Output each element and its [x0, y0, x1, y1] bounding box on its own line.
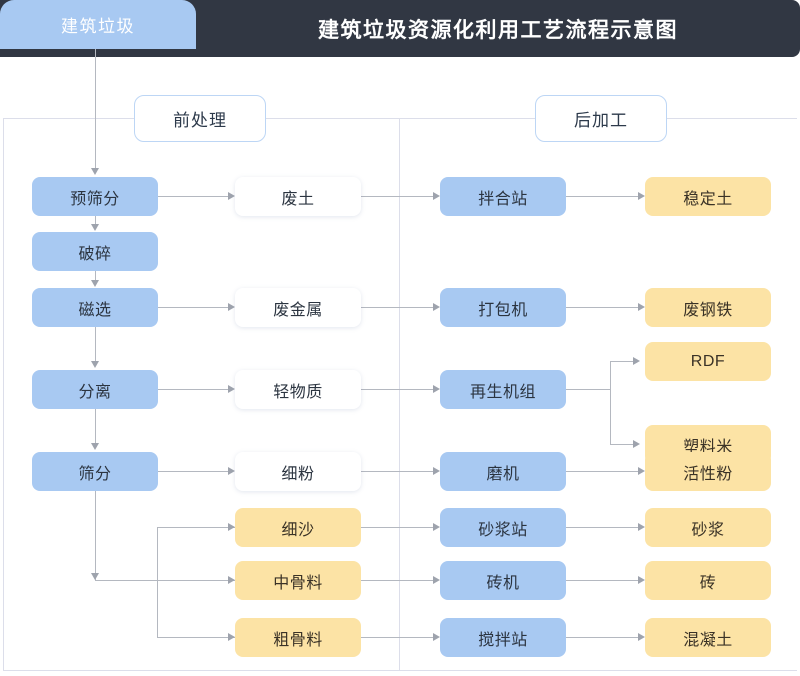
connector-screen-down — [95, 491, 96, 580]
corner-tab-construction-waste: 建筑垃圾 — [0, 0, 196, 49]
arrow-baler-to-scrap-steel — [638, 303, 645, 311]
node-magnetic-separation[interactable]: 磁选 — [32, 288, 158, 327]
connector-fine-powder-to-mill — [361, 471, 433, 472]
arrow-separate-to-light-material — [228, 385, 235, 393]
node-brick-machine[interactable]: 砖机 — [440, 561, 566, 600]
arrow-tab-to-prescreen — [91, 168, 99, 175]
connector-coarse-aggregate-to-concrete-station — [361, 637, 433, 638]
node-baler[interactable]: 打包机 — [440, 288, 566, 327]
node-crush[interactable]: 破碎 — [32, 232, 158, 271]
node-coarse-aggregate[interactable]: 粗骨料 — [235, 618, 361, 657]
arrow-medium-aggregate-to-brick-machine — [433, 576, 440, 584]
connector-medium-aggregate-to-brick-machine — [361, 580, 433, 581]
node-concrete-station[interactable]: 搅拌站 — [440, 618, 566, 657]
connector-brick-machine-to-brick — [566, 580, 638, 581]
arrow-prescreen-to-crush — [91, 224, 99, 231]
node-waste-soil[interactable]: 废土 — [235, 177, 361, 216]
connector-aggregate-trunk — [95, 580, 235, 581]
arrow-coarse-aggregate-to-concrete-station — [433, 633, 440, 641]
node-active-powder[interactable]: 活性粉 — [645, 452, 771, 491]
node-light-material[interactable]: 轻物质 — [235, 370, 361, 409]
node-regeneration-unit[interactable]: 再生机组 — [440, 370, 566, 409]
arrow-fine-powder-to-mill — [433, 467, 440, 475]
connector-mixing-station-to-stable-soil — [566, 196, 638, 197]
arrow-light-material-to-regen-unit — [433, 385, 440, 393]
node-brick[interactable]: 砖 — [645, 561, 771, 600]
arrow-to-coarse-aggregate — [228, 633, 235, 641]
connector-magnetic-to-waste-metal — [158, 307, 228, 308]
connector-separate-to-screen — [95, 409, 96, 444]
connector-mortar-station-to-mortar — [566, 527, 638, 528]
node-stable-soil[interactable]: 稳定土 — [645, 177, 771, 216]
node-separation[interactable]: 分离 — [32, 370, 158, 409]
section-header-post-processing: 后加工 — [535, 95, 667, 142]
diagram-panel — [3, 118, 797, 671]
arrow-waste-soil-to-mixing-station — [433, 192, 440, 200]
arrow-waste-metal-to-baler — [433, 303, 440, 311]
arrow-fine-sand-to-mortar-station — [433, 523, 440, 531]
node-medium-aggregate[interactable]: 中骨料 — [235, 561, 361, 600]
arrow-mixing-station-to-stable-soil — [638, 192, 645, 200]
arrow-to-medium-aggregate — [228, 576, 235, 584]
node-fine-powder[interactable]: 细粉 — [235, 452, 361, 491]
node-scrap-steel[interactable]: 废钢铁 — [645, 288, 771, 327]
connector-regen-unit-stub — [566, 389, 610, 390]
connector-waste-metal-to-baler — [361, 307, 433, 308]
connector-bus-to-fine-sand — [157, 527, 235, 528]
connector-separate-to-light-material — [158, 389, 228, 390]
node-fine-sand[interactable]: 细沙 — [235, 508, 361, 547]
node-screening[interactable]: 筛分 — [32, 452, 158, 491]
connector-fine-sand-to-mortar-station — [361, 527, 433, 528]
connector-regen-unit-fork-bus — [610, 361, 611, 444]
node-mortar-station[interactable]: 砂浆站 — [440, 508, 566, 547]
connector-waste-soil-to-mixing-station — [361, 196, 433, 197]
arrow-screen-down — [91, 573, 99, 580]
arrow-regen-unit-to-rdf — [633, 357, 640, 365]
connector-tab-to-prescreen — [95, 49, 96, 168]
arrow-mill-to-active-powder — [638, 467, 645, 475]
section-divider — [399, 118, 400, 671]
node-concrete[interactable]: 混凝土 — [645, 618, 771, 657]
connector-regen-unit-to-plastic-pellet — [610, 444, 638, 445]
arrow-to-fine-sand — [228, 523, 235, 531]
arrow-concrete-station-to-concrete — [638, 633, 645, 641]
arrow-separate-to-screen — [91, 443, 99, 450]
connector-magnetic-to-separate — [95, 327, 96, 362]
arrow-prescreen-to-waste-soil — [228, 192, 235, 200]
node-prescreen[interactable]: 预筛分 — [32, 177, 158, 216]
connector-baler-to-scrap-steel — [566, 307, 638, 308]
connector-prescreen-to-crush — [95, 216, 96, 225]
arrow-brick-machine-to-brick — [638, 576, 645, 584]
arrow-crush-to-magnetic — [91, 280, 99, 287]
connector-screen-to-fine-powder — [158, 471, 228, 472]
arrow-magnetic-to-waste-metal — [228, 303, 235, 311]
connector-prescreen-to-waste-soil — [158, 196, 228, 197]
arrow-regen-unit-to-plastic-pellet — [633, 440, 640, 448]
node-waste-metal[interactable]: 废金属 — [235, 288, 361, 327]
connector-regen-unit-to-rdf — [610, 361, 638, 362]
connector-crush-to-magnetic — [95, 271, 96, 280]
arrow-magnetic-to-separate — [91, 361, 99, 368]
connector-mill-to-active-powder — [566, 471, 638, 472]
arrow-screen-to-fine-powder — [228, 467, 235, 475]
connector-aggregate-bus — [157, 527, 158, 637]
node-mortar[interactable]: 砂浆 — [645, 508, 771, 547]
node-rdf[interactable]: RDF — [645, 342, 771, 381]
node-mill[interactable]: 磨机 — [440, 452, 566, 491]
section-header-pre-processing: 前处理 — [134, 95, 266, 142]
page-title: 建筑垃圾资源化利用工艺流程示意图 — [318, 18, 678, 42]
connector-bus-to-coarse-aggregate — [157, 637, 235, 638]
node-mixing-station[interactable]: 拌合站 — [440, 177, 566, 216]
connector-light-material-to-regen-unit — [361, 389, 433, 390]
connector-concrete-station-to-concrete — [566, 637, 638, 638]
arrow-mortar-station-to-mortar — [638, 523, 645, 531]
